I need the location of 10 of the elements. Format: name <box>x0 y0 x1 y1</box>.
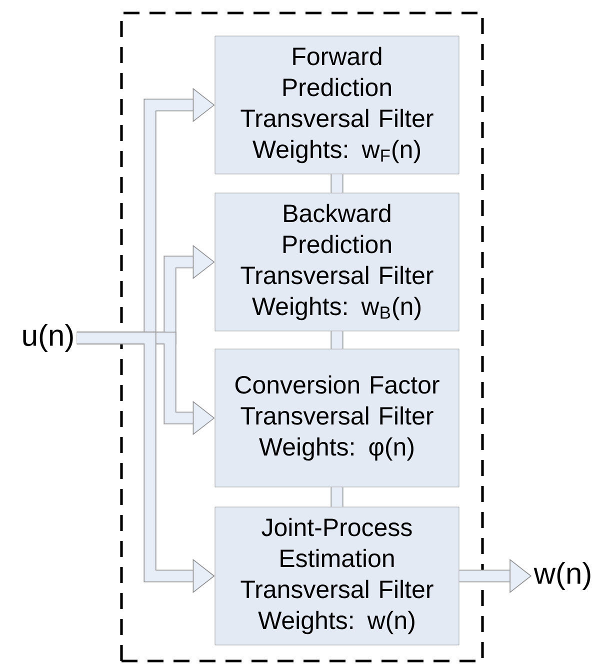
filter-box: Backward Prediction Transversal Filter Weights: w$_{B}$(n) <box>214 192 460 332</box>
box-link <box>330 174 344 193</box>
filter-box: Forward Prediction Transversal Filter Weights: w$_{F}$(n) <box>214 36 460 174</box>
box-link <box>330 331 344 349</box>
filter-box: Joint-Process Estimation Transversal Filter Weights: w(n) <box>214 506 460 646</box>
box-link <box>330 487 344 507</box>
signal-label: w(n) <box>534 562 590 590</box>
dashed-boundary <box>120 12 484 662</box>
filter-box: Conversion Factor Transversal Filter Weights: φ(n) <box>214 348 460 488</box>
signal-label: u(n) <box>23 324 73 352</box>
